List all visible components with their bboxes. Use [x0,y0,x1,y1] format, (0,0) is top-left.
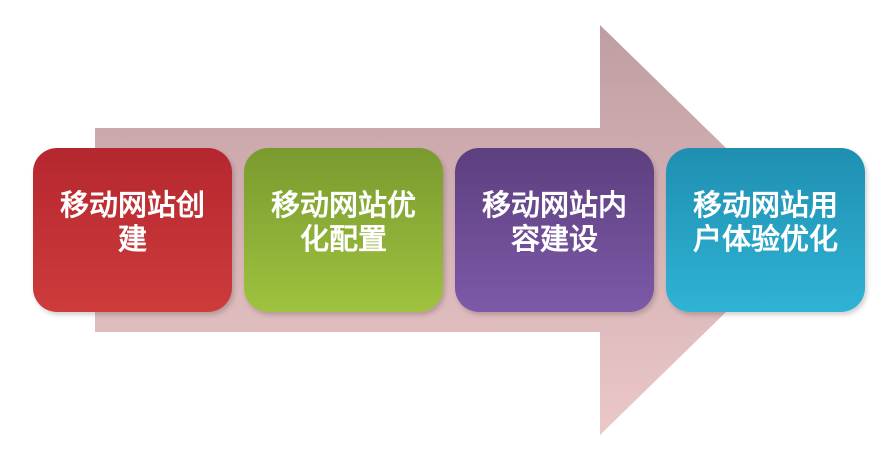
step-label-line2: 化配置 [299,222,387,256]
arrow-shape [95,25,810,435]
step-label-line1: 移动网站创 [59,188,205,222]
step-mobile-site-optimization: 移动网站优 化配置 [244,148,443,312]
step-label-line2: 容建设 [510,222,598,256]
step-mobile-site-creation: 移动网站创 建 [33,148,232,312]
step-mobile-site-ux: 移动网站用 户体验优化 [666,148,865,312]
step-label-line1: 移动网站用 [692,188,838,222]
step-label-line2: 建 [117,222,147,256]
step-label-line2: 户体验优化 [692,222,838,256]
step-mobile-site-content: 移动网站内 容建设 [455,148,654,312]
step-label-line1: 移动网站内 [481,188,627,222]
step-label-line1: 移动网站优 [270,188,416,222]
